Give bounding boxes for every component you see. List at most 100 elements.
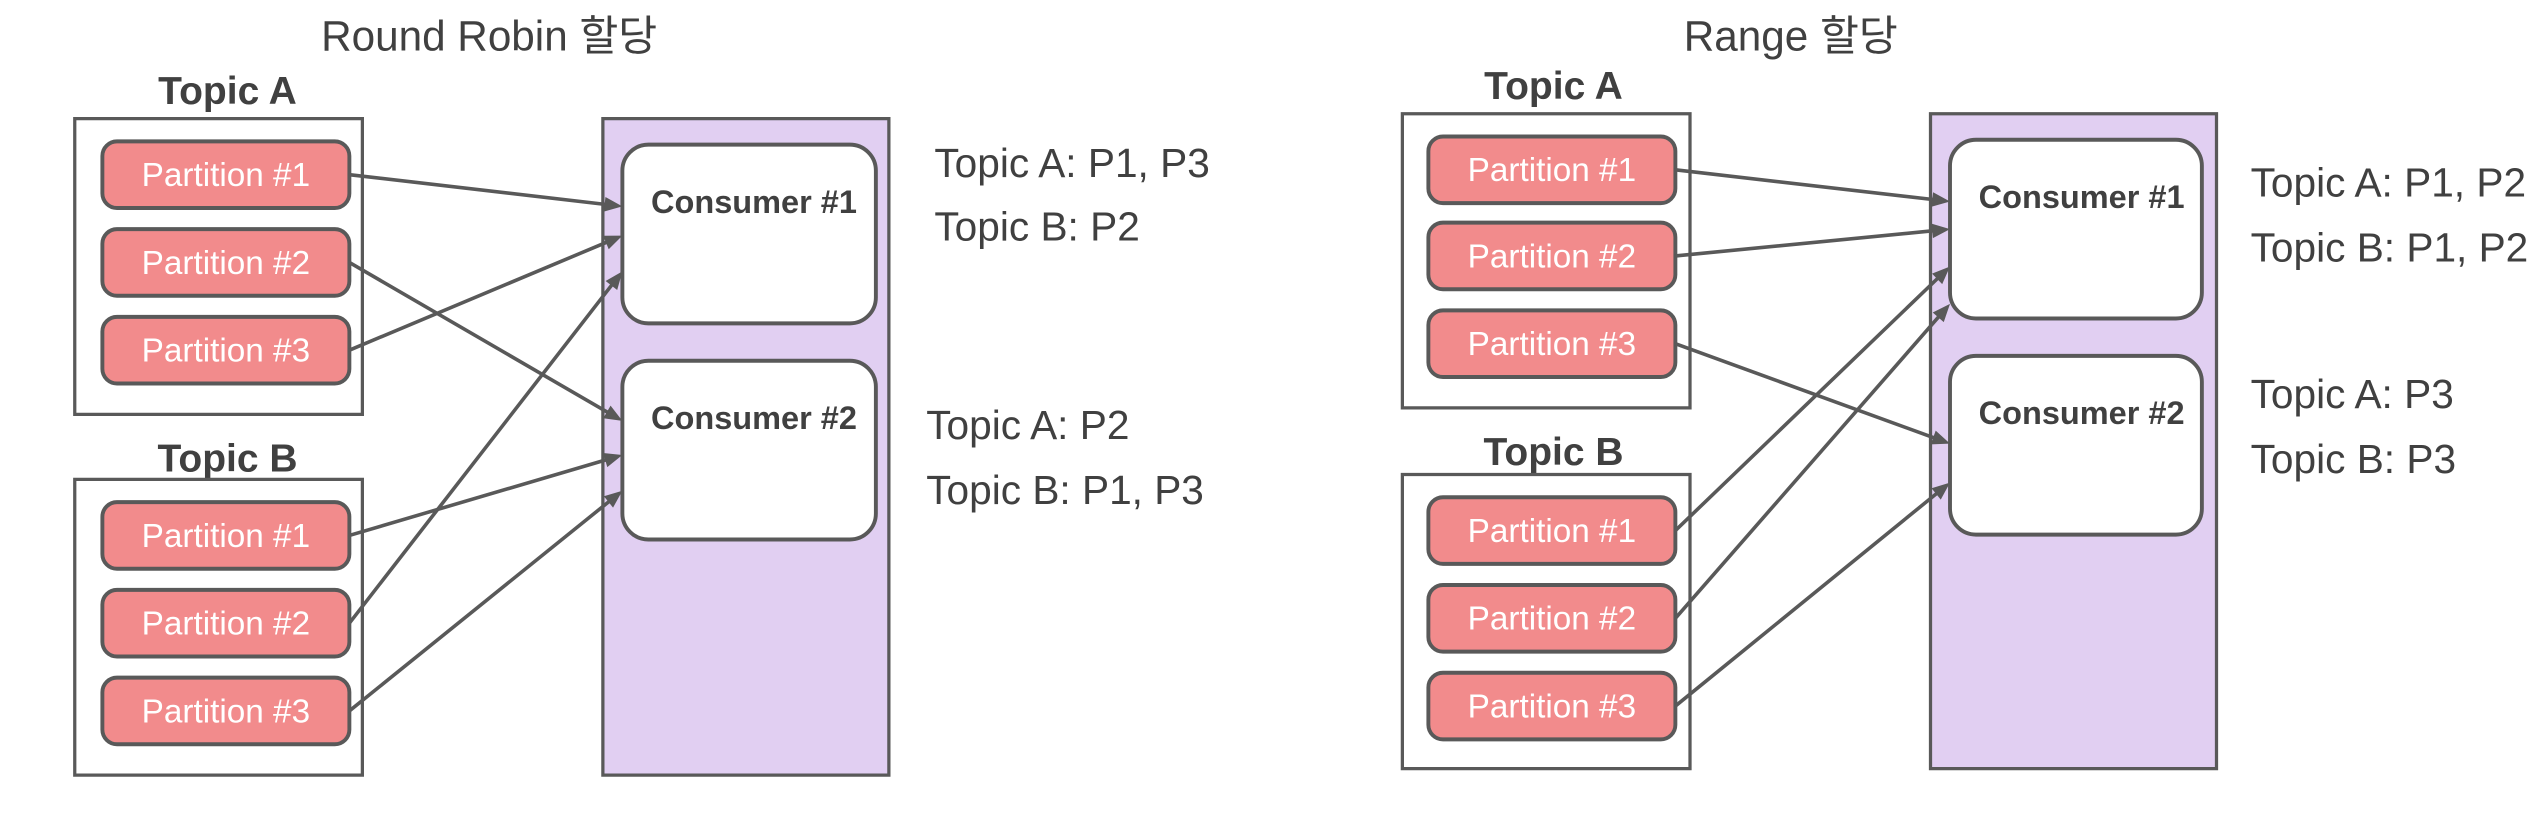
assignment-line: Topic B: P1, P3 (926, 467, 1204, 513)
consumer-group: Consumer #1 Consumer #2 (601, 117, 891, 777)
range-diagram: Range 할당 Topic A Partition #1 Partition … (1400, 12, 2529, 771)
assignment-consumer-2: Topic A: P3 Topic B: P3 (2251, 371, 2456, 482)
topic-a: Topic A Partition #1 Partition #2 Partit… (1400, 65, 1692, 410)
arrow-line (1673, 341, 1937, 440)
arrow-line (1673, 228, 1936, 258)
arrowhead (1932, 303, 1950, 323)
arrow-topic-b-partition-1-to-consumer-1 (1673, 266, 1950, 533)
partition-label: Partition #2 (142, 245, 310, 282)
assignment-consumer-1: Topic A: P1, P2 Topic B: P1, P2 (2251, 160, 2529, 271)
consumer-label: Consumer #2 (1979, 395, 2185, 431)
arrow-layer (1673, 168, 1950, 708)
arrowhead (1931, 192, 1950, 207)
partition-topic-a-1: Partition #1 (100, 139, 352, 210)
arrow-topic-a-partition-3-to-consumer-1 (347, 235, 623, 352)
partition-topic-b-3: Partition #3 (1426, 670, 1678, 742)
consumer-1: Consumer #1 (1948, 137, 2204, 321)
arrow-line (347, 260, 611, 415)
assignment-line: Topic A: P1, P3 (934, 140, 1209, 186)
topic-b: Topic B Partition #1 Partition #2 Partit… (1400, 431, 1692, 771)
partition-topic-a-2: Partition #2 (100, 227, 352, 298)
partition-topic-a-3: Partition #3 (100, 314, 352, 386)
assignment-line: Topic A: P1, P2 (2251, 160, 2526, 206)
consumer-label: Consumer #2 (651, 400, 857, 436)
arrow-topic-b-partition-3-to-consumer-2 (347, 490, 623, 713)
partition-label: Partition #1 (1468, 513, 1636, 550)
consumer-box (1948, 353, 2204, 537)
consumer-box (620, 358, 878, 542)
arrowhead (603, 453, 623, 468)
round-robin-diagram: Round Robin 할당 Topic A Partition #1 Part… (73, 12, 1210, 777)
assignment-consumer-1: Topic A: P1, P3 Topic B: P2 (934, 140, 1209, 249)
arrow-topic-a-partition-1-to-consumer-1 (1673, 168, 1950, 207)
consumer-2: Consumer #2 (1948, 353, 2204, 537)
arrow-line (347, 282, 615, 625)
partition-label: Partition #2 (1468, 601, 1636, 638)
partition-label: Partition #3 (1468, 688, 1636, 725)
partition-label: Partition #3 (1468, 326, 1636, 363)
diagram-title: Round Robin 할당 (321, 12, 657, 59)
arrowhead (1931, 223, 1950, 239)
arrow-topic-a-partition-3-to-consumer-2 (1673, 341, 1950, 445)
partition-label: Partition #2 (142, 606, 310, 643)
assignment-line: Topic A: P2 (926, 402, 1129, 448)
arrowhead (1931, 482, 1950, 500)
arrow-line (347, 499, 612, 713)
arrow-topic-a-partition-2-to-consumer-2 (347, 260, 623, 421)
topic-b: Topic B Partition #1 Partition #2 Partit… (73, 437, 364, 777)
partition-label: Partition #3 (142, 333, 310, 370)
consumer-group: Consumer #1 Consumer #2 (1928, 112, 2219, 771)
partition-topic-a-3: Partition #3 (1426, 308, 1678, 379)
arrowhead (1930, 430, 1950, 445)
diagram-title: Range 할당 (1684, 12, 1898, 59)
arrowhead (605, 271, 623, 290)
arrowhead (1932, 266, 1950, 285)
partition-topic-b-2: Partition #2 (100, 587, 352, 659)
partition-topic-b-2: Partition #2 (1426, 583, 1678, 654)
partition-topic-b-1: Partition #1 (100, 500, 352, 571)
partition-topic-b-3: Partition #3 (100, 675, 352, 747)
partition-topic-a-2: Partition #2 (1426, 220, 1678, 292)
arrowhead (603, 490, 623, 508)
consumer-2: Consumer #2 (620, 358, 878, 542)
topic-label: Topic B (1483, 431, 1623, 474)
arrowhead (603, 405, 623, 421)
arrow-line (1673, 314, 1942, 621)
arrow-topic-b-partition-1-to-consumer-2 (347, 453, 623, 538)
partition-label: Partition #1 (1468, 152, 1636, 189)
topic-label: Topic A (158, 70, 297, 113)
topic-label: Topic B (157, 437, 297, 480)
arrow-line (347, 457, 609, 538)
arrow-topic-b-partition-2-to-consumer-1 (347, 271, 623, 625)
assignment-line: Topic B: P3 (2251, 436, 2456, 482)
consumer-1: Consumer #1 (620, 142, 878, 326)
arrow-topic-b-partition-2-to-consumer-1 (1673, 303, 1950, 621)
partition-topic-b-1: Partition #1 (1426, 495, 1678, 566)
assignment-line: Topic B: P1, P2 (2251, 225, 2529, 271)
partition-topic-a-1: Partition #1 (1426, 134, 1678, 206)
partition-label: Partition #3 (142, 693, 310, 730)
topic-a: Topic A Partition #1 Partition #2 Partit… (73, 70, 364, 417)
topic-label: Topic A (1484, 65, 1623, 108)
arrowhead (603, 197, 623, 212)
consumer-box (1948, 137, 2204, 321)
arrow-line (1673, 275, 1941, 533)
arrow-topic-a-partition-2-to-consumer-1 (1673, 223, 1950, 258)
assignment-line: Topic B: P2 (934, 204, 1139, 250)
arrowhead (603, 235, 623, 250)
consumer-box (620, 142, 878, 326)
assignment-consumer-2: Topic A: P2 Topic B: P1, P3 (926, 402, 1204, 513)
arrow-line (1673, 168, 1936, 202)
arrow-line (347, 172, 609, 207)
partition-label: Partition #1 (142, 518, 310, 555)
partition-label: Partition #1 (142, 157, 310, 194)
arrow-topic-a-partition-1-to-consumer-1 (347, 172, 623, 212)
arrow-line (347, 240, 610, 352)
consumer-label: Consumer #1 (651, 184, 857, 220)
arrow-layer (347, 172, 623, 713)
consumer-label: Consumer #1 (1979, 179, 2185, 215)
arrow-topic-b-partition-3-to-consumer-2 (1673, 482, 1950, 708)
arrow-line (1673, 491, 1940, 708)
partition-label: Partition #2 (1468, 238, 1636, 275)
